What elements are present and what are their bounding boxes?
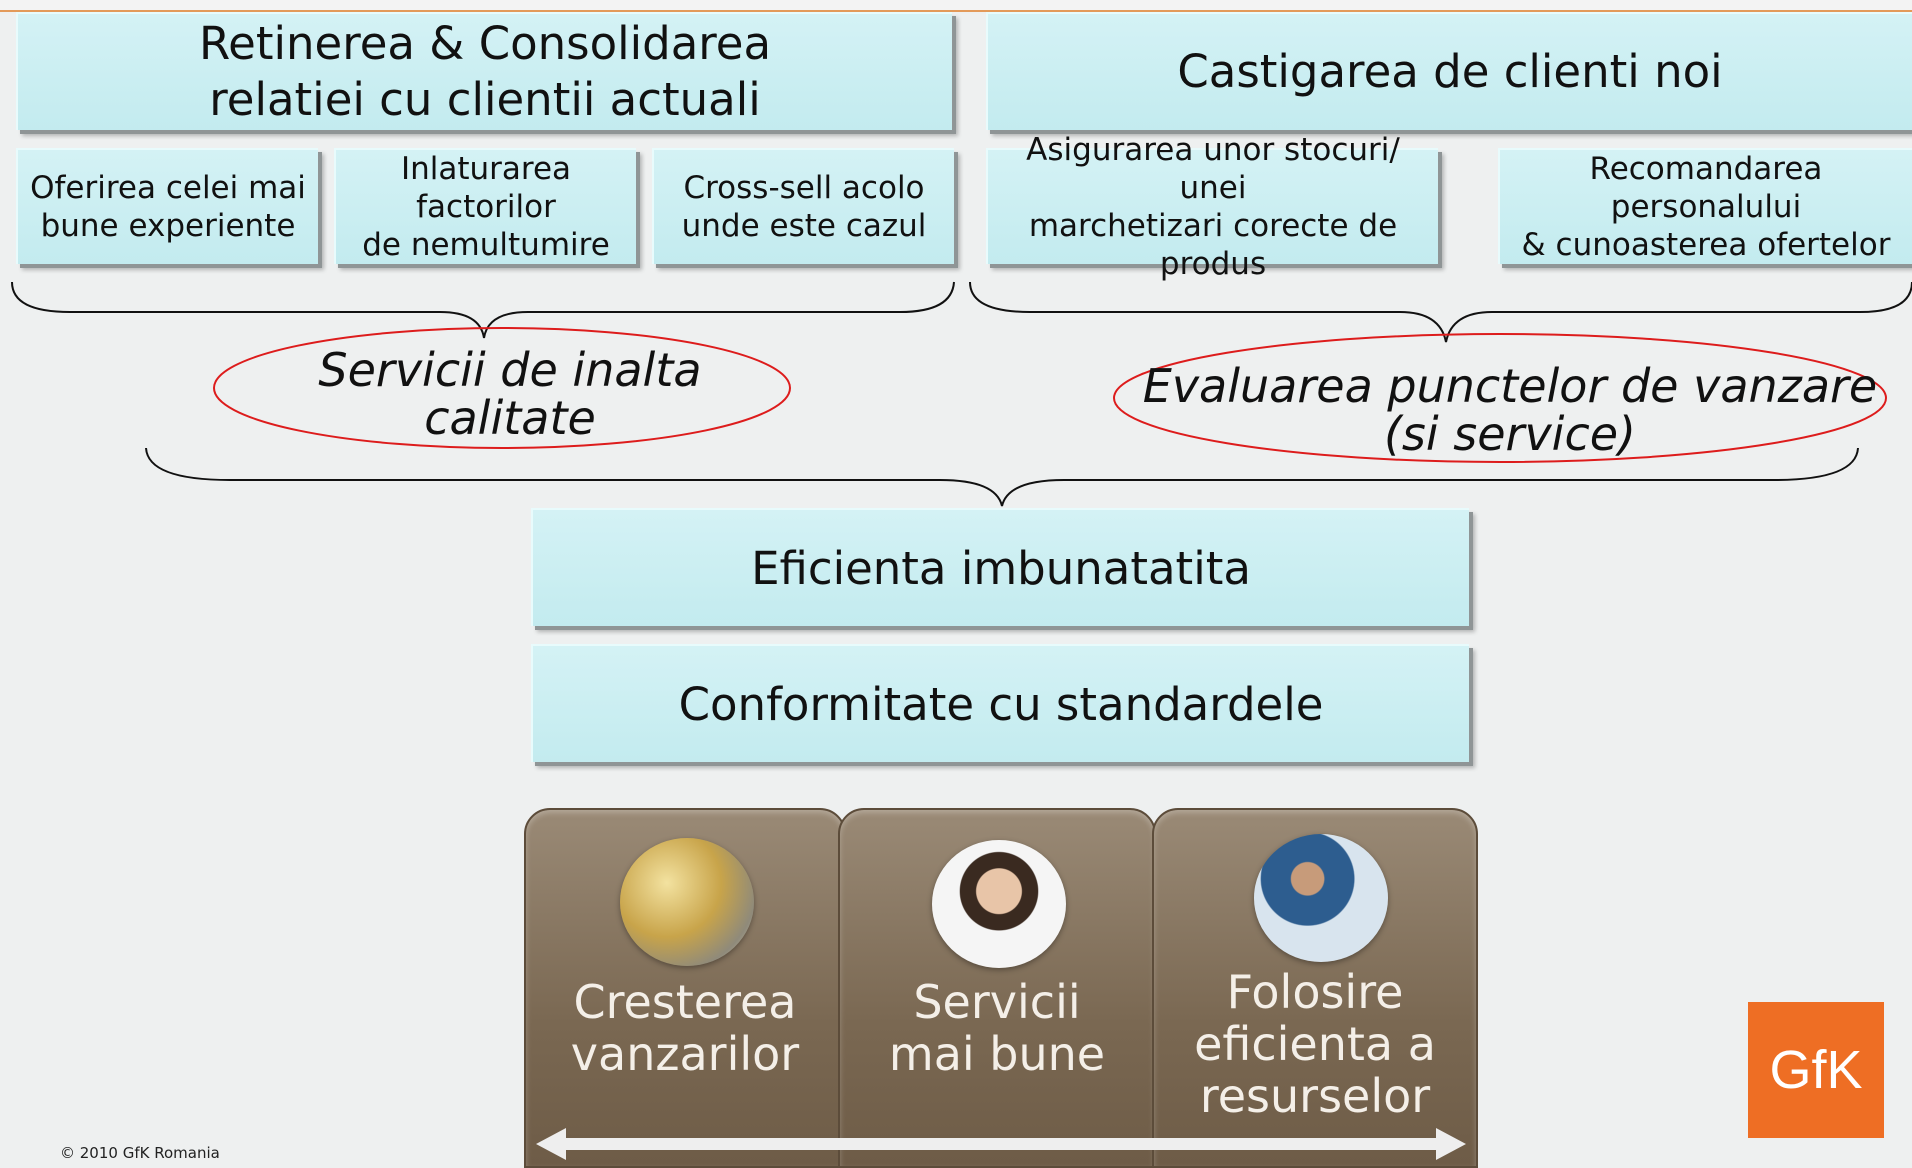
arrow-right-head bbox=[1436, 1128, 1466, 1160]
call-agent-photo-icon bbox=[932, 840, 1066, 968]
outcome-label: Cresterea vanzarilor bbox=[570, 975, 800, 1081]
sub-item-text: Recomandarea personalului & cunoasterea … bbox=[1521, 151, 1891, 263]
gfk-logo: GfK bbox=[1748, 1002, 1884, 1138]
sub-item-text: Oferirea celei mai bune experiente bbox=[30, 170, 306, 244]
outcome-panel-resources: Folosire eficienta a resurselor bbox=[1152, 808, 1478, 1168]
sub-item-cross-sell: Cross-sell acolo unde este cazul bbox=[652, 148, 954, 264]
sub-item-text: Asigurarea unor stocuri/ unei marchetiza… bbox=[1026, 132, 1400, 282]
header-retention-text: Retinerea & Consolidarea relatiei cu cli… bbox=[198, 17, 772, 126]
outcome-panel-sales: Cresterea vanzarilor bbox=[524, 808, 846, 1168]
outcome-panel-services: Servicii mai bune bbox=[838, 808, 1156, 1168]
sub-item-best-experience: Oferirea celei mai bune experiente bbox=[16, 148, 318, 264]
sub-item-text: Cross-sell acolo unde este cazul bbox=[681, 170, 927, 244]
copyright-note: © 2010 GfK Romania bbox=[60, 1144, 220, 1162]
header-acquisition-text: Castigarea de clienti noi bbox=[1177, 45, 1723, 98]
conformity-keyword: Conformitate bbox=[678, 677, 975, 731]
left-brace bbox=[11, 281, 955, 339]
left-tag-high-quality-services: Servicii de inalta calitate bbox=[318, 343, 702, 445]
efficiency-rest: imbunatatita bbox=[946, 541, 1251, 595]
efficiency-bar: Eficienta imbunatatita bbox=[531, 508, 1469, 626]
sub-item-text: Inlaturarea factorilor de nemultumire bbox=[362, 151, 610, 263]
team-photo-icon bbox=[1254, 834, 1388, 962]
header-acquisition: Castigarea de clienti noi bbox=[986, 12, 1912, 130]
sub-item-stock-merchandising: Asigurarea unor stocuri/ unei marchetiza… bbox=[986, 132, 1438, 282]
right-brace bbox=[969, 281, 1912, 343]
efficiency-keyword: Eficienta bbox=[751, 541, 947, 595]
coins-photo-icon bbox=[620, 838, 754, 966]
conformity-bar: Conformitate cu standardele bbox=[531, 644, 1469, 762]
arrow-left-head bbox=[536, 1128, 566, 1160]
outcome-label: Folosire eficienta a resurselor bbox=[1194, 965, 1436, 1123]
conformity-rest: cu standardele bbox=[974, 677, 1324, 731]
bottom-brace bbox=[145, 447, 1859, 507]
right-tag-sales-point-evaluation: Evaluarea punctelor de vanzare (si servi… bbox=[1142, 359, 1878, 461]
right-tag-ellipse bbox=[1113, 333, 1887, 463]
gfk-logo-text: GfK bbox=[1769, 1040, 1863, 1100]
top-rule bbox=[0, 0, 1912, 12]
header-retention: Retinerea & Consolidarea relatiei cu cli… bbox=[16, 12, 952, 130]
sub-item-remove-dissatisfaction: Inlaturarea factorilor de nemultumire bbox=[334, 148, 636, 264]
sub-item-staff-recommendation: Recomandarea personalului & cunoasterea … bbox=[1498, 148, 1912, 264]
outcome-label: Servicii mai bune bbox=[888, 975, 1106, 1081]
left-tag-ellipse bbox=[213, 327, 791, 449]
